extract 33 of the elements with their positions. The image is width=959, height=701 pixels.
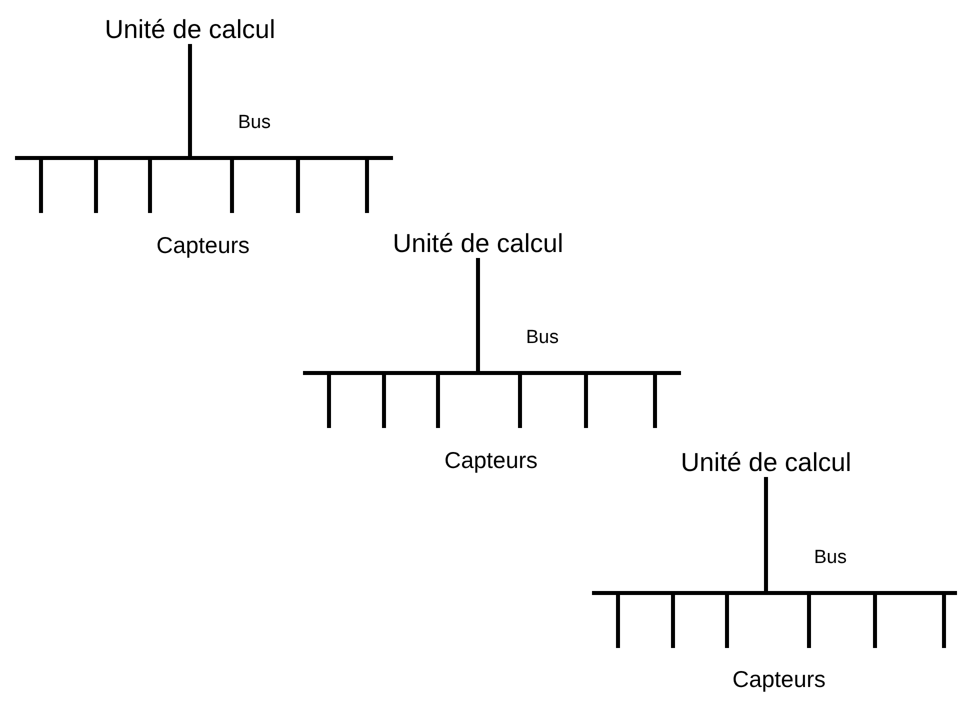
bus-bar [303, 371, 681, 375]
connector-line [764, 477, 768, 591]
sensor-line [148, 160, 152, 213]
bus-bar [592, 591, 957, 595]
sensor-line [873, 595, 877, 648]
sensor-line [327, 375, 331, 428]
sensors-label: Capteurs [156, 232, 250, 259]
unit-label: Unité de calcul [104, 14, 276, 44]
bus-label: Bus [526, 327, 559, 349]
bus-label: Bus [238, 112, 271, 134]
sensor-line [653, 375, 657, 428]
unit-label: Unité de calcul [392, 228, 564, 258]
sensor-line [365, 160, 369, 213]
connector-line [188, 44, 192, 156]
sensors-label: Capteurs [732, 666, 826, 693]
sensor-line [94, 160, 98, 213]
sensor-line [382, 375, 386, 428]
sensor-line [296, 160, 300, 213]
sensor-line [230, 160, 234, 213]
bus-label: Bus [814, 547, 847, 569]
sensor-line [725, 595, 729, 648]
unit-label: Unité de calcul [680, 447, 852, 477]
bus-bar [15, 156, 393, 160]
connector-line [476, 258, 480, 371]
sensor-line [584, 375, 588, 428]
sensor-line [518, 375, 522, 428]
sensor-line [616, 595, 620, 648]
sensor-line [942, 595, 946, 648]
sensor-line [671, 595, 675, 648]
sensors-label: Capteurs [444, 447, 538, 474]
sensor-line [39, 160, 43, 213]
sensor-line [807, 595, 811, 648]
sensor-line [436, 375, 440, 428]
